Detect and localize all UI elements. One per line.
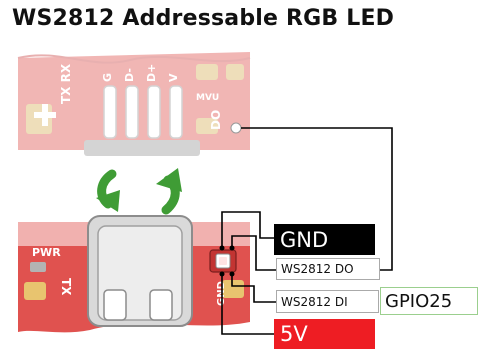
silk-pin-g: G — [101, 73, 114, 82]
board-bottom-view: PWR TX GND — [18, 215, 250, 333]
pad — [222, 280, 244, 298]
diagram-title: WS2812 Addressable RGB LED — [12, 6, 395, 31]
ws2812-do-label: WS2812 DO — [276, 258, 380, 280]
led-pin-di — [229, 271, 235, 277]
gnd-label: GND — [274, 224, 375, 255]
logo-icon — [34, 104, 56, 126]
pcb-top-body — [18, 52, 250, 150]
led-pin-gnd — [219, 245, 225, 251]
wire-gnd — [221, 211, 274, 250]
usb-connector-top — [84, 140, 200, 156]
gpio25-label: GPIO25 — [380, 287, 478, 315]
silk-do: DO — [209, 110, 223, 130]
silk-pin-dminus: D- — [123, 68, 136, 82]
silk-pin-dplus: D+ — [145, 64, 158, 82]
silk-tx: TX — [59, 278, 73, 296]
led-pin-do — [229, 245, 235, 251]
wire-do — [241, 127, 393, 271]
pad — [196, 118, 218, 134]
do-pad — [230, 122, 242, 134]
board-top-view: TX RX G D- D+ V MVU DO — [17, 52, 251, 156]
curved-arrow-up-icon — [156, 168, 182, 215]
silk-pin-v: V — [167, 73, 180, 82]
wire-di — [231, 272, 276, 303]
silk-pwr: PWR — [32, 246, 61, 259]
curved-arrow-down-icon — [96, 169, 120, 212]
pad — [226, 64, 244, 80]
wire-5v — [221, 272, 274, 335]
wires — [221, 127, 393, 335]
pad — [26, 104, 52, 134]
pad — [196, 64, 218, 80]
5v-label: 5V — [274, 319, 375, 349]
silk-tx-rx: TX RX — [59, 63, 73, 104]
ws2812-di-label: WS2812 DI — [276, 290, 379, 313]
led-pin-5v — [219, 271, 225, 277]
silk-mvu: MVU — [196, 93, 219, 103]
pad — [24, 282, 46, 300]
wire-led-do — [231, 235, 276, 271]
